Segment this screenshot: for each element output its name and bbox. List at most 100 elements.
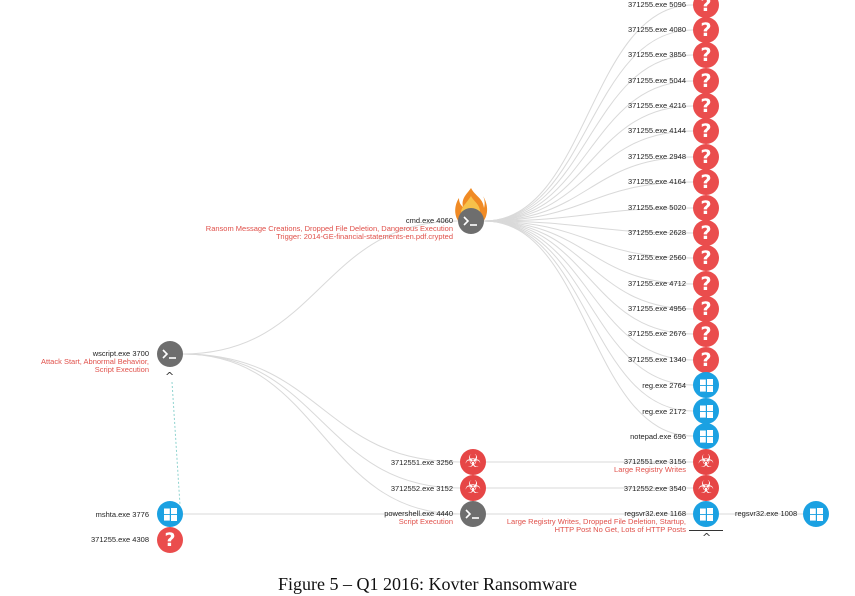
wscript-node[interactable] [157,341,183,367]
process-3712551-3156-node[interactable]: ☣ [693,449,719,475]
edge-cmd-child [483,181,694,222]
cmd-alert-line2: Trigger: 2014-GE-financial-statements-en… [276,232,453,241]
mshta-node[interactable] [157,501,183,527]
unknown-process-label: 371255.exe 2948 [628,152,686,161]
terminal-prompt-icon [162,349,176,359]
notepad-label: notepad.exe 696 [630,432,686,441]
unknown-process-node[interactable]: ? [693,144,719,170]
unknown-process-label: 371255.exe 5020 [628,203,686,212]
edge-cmd-child [483,220,694,437]
biohazard-icon: ☣ [697,477,715,498]
process-3712552-3152-node[interactable]: ☣ [460,475,486,501]
question-mark-icon: ? [700,170,712,193]
unknown-process-node[interactable]: ? [693,68,719,94]
terminal-prompt-icon [463,216,477,226]
question-mark-icon: ? [700,0,712,16]
windows-logo-icon [809,507,823,521]
unknown-process-label: 371255.exe 2628 [628,228,686,237]
regsvr32-1168-node[interactable] [693,501,719,527]
selected-node-underline [689,530,723,531]
unknown-process-label: 371255.exe 1340 [628,355,686,364]
windows-logo-icon [699,378,713,392]
unknown-process-node[interactable]: ? [693,93,719,119]
edge-cmd-child [483,220,694,310]
edge-wscript-cmd [182,220,459,355]
collapse-chevron-icon[interactable]: ^ [165,370,175,383]
unknown-process-node[interactable]: ? [693,347,719,373]
unknown-process-label: 371255.exe 4144 [628,126,686,135]
question-mark-icon: ? [700,69,712,92]
notepad-node[interactable] [693,423,719,449]
powershell-label: powershell.exe 4440 [384,509,453,518]
edge-wscript-3712551 [182,353,461,463]
windows-logo-icon [163,507,177,521]
unknown-process-label: 371255.exe 4712 [628,279,686,288]
cmd-node[interactable] [458,208,484,234]
windows-logo-icon [699,429,713,443]
biohazard-icon: ☣ [697,451,715,472]
process-3712552-3540-label: 3712552.exe 3540 [623,484,686,493]
edge-cmd-child [483,4,694,222]
unknown-process-node[interactable]: ? [693,195,719,221]
dotted-link-mshta-wscript [171,381,181,506]
unknown-process-node[interactable]: ? [693,296,719,322]
question-mark-icon: ? [700,119,712,142]
edge-wscript-powershell [182,353,461,515]
question-mark-icon: ? [700,322,712,345]
unknown-process-node[interactable]: ? [693,169,719,195]
biohazard-icon: ☣ [464,477,482,498]
reg-2764-label: reg.exe 2764 [642,381,686,390]
question-mark-icon: ? [700,94,712,117]
regsvr32-1168-alert-line2: HTTP Post No Get, Lots of HTTP Posts [554,525,686,534]
unknown-process-node[interactable]: ? [693,220,719,246]
question-mark-icon: ? [700,221,712,244]
edge-cmd-child [483,80,694,222]
question-mark-icon: ? [700,18,712,41]
process-3712551-3256-node[interactable]: ☣ [460,449,486,475]
biohazard-icon: ☣ [464,451,482,472]
question-mark-icon: ? [700,246,712,269]
edge-cmd-child [483,105,694,222]
collapse-chevron-icon[interactable]: ^ [702,531,712,544]
process-3712551-3156-alert: Large Registry Writes [614,465,686,474]
unknown-process-node[interactable]: ? [693,118,719,144]
unknown-process-label: 371255.exe 2676 [628,329,686,338]
reg-2172-label: reg.exe 2172 [642,407,686,416]
question-mark-icon: ? [700,43,712,66]
reg-2764-node[interactable] [693,372,719,398]
unknown-process-node[interactable]: ? [693,17,719,43]
unknown-process-node[interactable]: ? [693,0,719,18]
process-3712552-3540-node[interactable]: ☣ [693,475,719,501]
unknown-process-label: 371255.exe 4080 [628,25,686,34]
unknown-process-label: 371255.exe 3856 [628,50,686,59]
unknown-process-node[interactable]: ? [693,321,719,347]
unknown-process-node[interactable]: ? [693,42,719,68]
regsvr32-1008-node[interactable] [803,501,829,527]
regsvr32-1168-label: regsvr32.exe 1168 [624,509,686,518]
edge-cmd-child [483,220,694,386]
terminal-prompt-icon [465,509,479,519]
wscript-label: wscript.exe 3700 [92,349,149,358]
edge-cmd-child [483,130,694,222]
unknown-process-4308-node[interactable]: ? [157,527,183,553]
question-mark-icon: ? [700,297,712,320]
regsvr32-1168-alert-line1: Large Registry Writes, Dropped File Dele… [506,517,686,526]
edge-cmd-child [483,54,694,222]
mshta-label: mshta.exe 3776 [95,510,149,519]
unknown-process-label: 371255.exe 4216 [628,101,686,110]
wscript-alert-line1: Attack Start, Abnormal Behavior, [41,357,149,366]
wscript-alert-line2: Script Execution [94,365,149,374]
process-3712551-3256-label: 3712551.exe 3256 [390,458,453,467]
unknown-process-label: 371255.exe 2560 [628,253,686,262]
unknown-process-node[interactable]: ? [693,271,719,297]
unknown-process-node[interactable]: ? [693,245,719,271]
unknown-process-label: 371255.exe 4956 [628,304,686,313]
edge-cmd-child [483,220,694,259]
regsvr32-1008-label: regsvr32.exe 1008 [735,509,798,518]
question-mark-icon: ? [164,528,176,551]
powershell-node[interactable] [460,501,486,527]
figure-caption: Figure 5 – Q1 2016: Kovter Ransomware [278,574,577,594]
reg-2172-node[interactable] [693,398,719,424]
edge-cmd-child [483,220,694,335]
